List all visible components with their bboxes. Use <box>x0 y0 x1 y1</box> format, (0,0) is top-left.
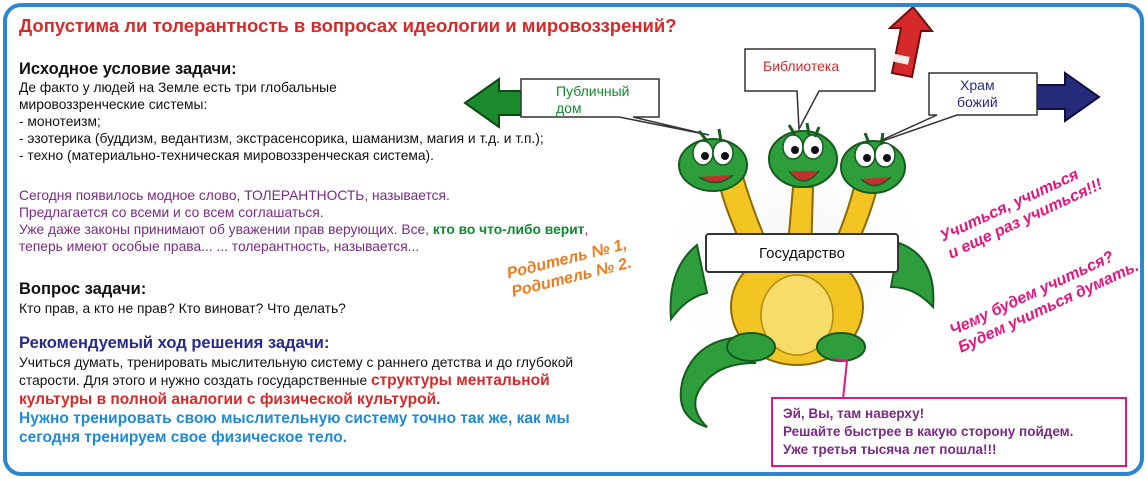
condition-line: мировоззренческие системы: <box>19 97 208 112</box>
question-heading: Вопрос задачи: <box>19 280 147 298</box>
note-line-3: Уже третья тысяча лет пошла!!! <box>783 442 997 457</box>
solution-red-2: культуры в полной аналогии с физической … <box>19 391 441 408</box>
sign-box-left <box>520 78 710 136</box>
sign-right-line-1: Храм <box>960 77 995 93</box>
arrow-left-icon <box>463 77 526 129</box>
head-left <box>678 128 748 192</box>
solution-line-1: Учиться думать, тренировать мыслительную… <box>19 355 574 370</box>
sign-left-line-2: дом <box>556 100 582 116</box>
arrow-right-icon <box>1036 71 1101 123</box>
tolerance-paragraph: Сегодня появилось модное слово, ТОЛЕРАНТ… <box>19 187 588 255</box>
tolerance-line-2: Предлагается со всеми и со всем соглашат… <box>19 205 324 220</box>
sign-left-line-1: Публичный <box>556 83 630 99</box>
tolerance-line-3-start: Уже даже законы принимают об уважении пр… <box>19 222 433 237</box>
page-title: Допустима ли толерантность в вопросах ид… <box>19 15 677 36</box>
tolerance-line-3-end: , <box>584 222 589 237</box>
leg-right <box>816 332 866 362</box>
dragon-belly <box>760 274 834 356</box>
left-wing <box>669 243 709 322</box>
note-line-1: Эй, Вы, там наверху! <box>783 406 925 421</box>
solution-line-2-start: старости. Для этого и нужно создать госу… <box>19 373 371 388</box>
tolerance-highlight: кто во что-либо верит <box>432 222 585 237</box>
sign-right-label: Храм божий <box>957 77 998 111</box>
solution-blue-2: сегодня тренируем свое физическое тело. <box>19 429 348 446</box>
tail <box>679 335 757 428</box>
tolerance-line-4: теперь имеют особые права... ... толеран… <box>19 239 420 254</box>
sign-left-label: Публичный дом <box>556 83 630 117</box>
tolerance-line-3: Уже даже законы принимают об уважении пр… <box>19 221 588 238</box>
question-text: Кто прав, а кто не прав? Кто виноват? Чт… <box>19 301 346 316</box>
head-center <box>768 122 838 188</box>
government-box: Государство <box>705 233 899 273</box>
condition-heading: Исходное условие задачи: <box>19 60 237 78</box>
right-wing <box>889 241 935 310</box>
condition-text: Де факто у людей на Земле есть три глоба… <box>19 79 544 164</box>
poster-frame: Допустима ли толерантность в вопросах ид… <box>3 3 1144 476</box>
sign-box-center <box>744 48 876 132</box>
solution-heading: Рекомендуемый ход решения задачи: <box>19 334 330 352</box>
condition-line: - монотеизм; <box>19 114 101 129</box>
note-line-2: Решайте быстрее в какую сторону пойдем. <box>783 424 1074 439</box>
sign-right-line-2: божий <box>957 94 998 110</box>
solution-blue-1: Нужно тренировать свою мыслительную сист… <box>19 410 570 427</box>
callout-note: Эй, Вы, там наверху! Решайте быстрее в к… <box>771 397 1127 467</box>
tolerance-line-1: Сегодня появилось модное слово, ТОЛЕРАНТ… <box>19 188 450 203</box>
arrow-up-icon <box>887 7 935 79</box>
solution-line-2: старости. Для этого и нужно создать госу… <box>19 371 573 390</box>
solution-text: Учиться думать, тренировать мыслительную… <box>19 354 573 447</box>
condition-line: - эзотерика (буддизм, ведантизм, экстрас… <box>19 131 544 146</box>
head-right <box>840 132 906 194</box>
solution-red-1: структуры ментальной <box>370 372 550 389</box>
leg-left <box>726 332 776 362</box>
sign-center-label: Библиотека <box>763 58 840 74</box>
condition-line: - техно (материально-техническая мировоз… <box>19 148 434 163</box>
sign-box-right <box>870 72 1038 146</box>
condition-line: Де факто у людей на Земле есть три глоба… <box>19 80 337 95</box>
